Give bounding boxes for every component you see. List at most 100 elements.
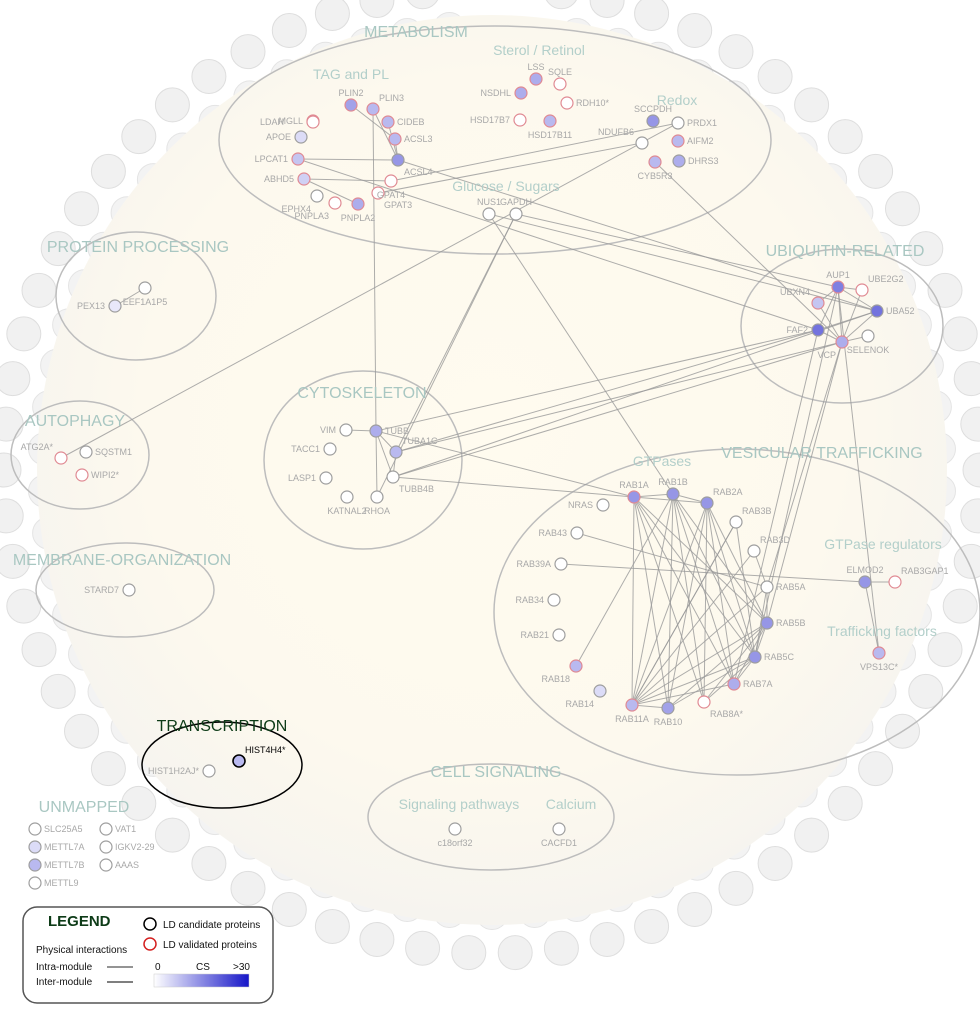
protein-node-acsl3[interactable]: ACSL3: [388, 132, 433, 146]
decorative-ring-circle: [858, 751, 894, 787]
protein-node-plin2[interactable]: PLIN2: [338, 88, 364, 112]
protein-node-eef1a1p5[interactable]: EEF1A1P5: [123, 281, 168, 307]
protein-label: RAB2A: [713, 487, 743, 497]
protein-node-aup1[interactable]: AUP1: [826, 270, 850, 294]
protein-node-dhrs3[interactable]: DHRS3: [672, 154, 719, 168]
protein-node-selenok[interactable]: SELENOK: [847, 329, 890, 355]
protein-node-pnpla2[interactable]: PNPLA2: [341, 197, 376, 223]
protein-marker: [291, 152, 305, 166]
protein-node-ndufb6[interactable]: NDUFB6: [598, 127, 649, 150]
protein-node-nsdhl[interactable]: NSDHL: [480, 86, 528, 100]
protein-node-c18orf32[interactable]: c18orf32: [437, 822, 473, 848]
protein-node-gapdh[interactable]: GAPDH: [500, 197, 532, 221]
protein-node-lss[interactable]: LSS: [527, 62, 545, 86]
protein-node-faf2[interactable]: FAF2: [786, 323, 825, 337]
protein-node-stard7[interactable]: STARD7: [84, 583, 136, 597]
edge-rab10-rab5b: [667, 622, 768, 709]
protein-node-plin3[interactable]: PLIN3: [366, 93, 404, 116]
protein-node-ubxn4[interactable]: UBXN4: [780, 287, 825, 310]
protein-node-rab3gap1[interactable]: RAB3GAP1: [888, 566, 949, 589]
protein-node-tubb4b[interactable]: TUBB4B: [386, 470, 434, 494]
protein-node-sccpdh[interactable]: SCCPDH: [634, 104, 672, 128]
protein-node-aifm2[interactable]: AIFM2: [671, 134, 714, 148]
protein-node-mettl7a[interactable]: METTL7A: [28, 840, 85, 854]
protein-node-atg2a[interactable]: ATG2A*: [21, 442, 68, 465]
protein-node-prdx1[interactable]: PRDX1: [671, 116, 717, 130]
protein-node-wipi2[interactable]: WIPI2*: [75, 468, 120, 482]
protein-node-rab21[interactable]: RAB21: [520, 628, 566, 642]
protein-node-sqle[interactable]: SQLE: [548, 67, 572, 91]
protein-node-rab3d[interactable]: RAB3D: [747, 535, 791, 558]
protein-node-rab10[interactable]: RAB10: [654, 701, 683, 727]
protein-node-hsd17b11[interactable]: HSD17B11: [528, 114, 572, 140]
protein-node-nras[interactable]: NRAS: [568, 498, 610, 512]
protein-node-gpat4[interactable]: GPAT4: [377, 174, 405, 200]
protein-node-igkv2-29[interactable]: IGKV2-29: [99, 840, 155, 854]
protein-node-lasp1[interactable]: LASP1: [288, 471, 333, 485]
protein-node-acsl4[interactable]: ACSL4: [391, 153, 433, 177]
protein-node-rab5c[interactable]: RAB5C: [748, 650, 795, 664]
protein-node-tacc1[interactable]: TACC1: [291, 442, 337, 456]
protein-marker: [232, 754, 246, 768]
protein-node-cyb5r3[interactable]: CYB5R3: [637, 155, 673, 181]
protein-node-aaas[interactable]: AAAS: [99, 858, 139, 872]
protein-node-katnal2[interactable]: KATNAL2: [327, 490, 367, 516]
protein-node-rab43[interactable]: RAB43: [538, 526, 584, 540]
protein-marker: [306, 115, 320, 129]
protein-node-rhoa[interactable]: RHOA: [364, 490, 390, 516]
decorative-ring-circle: [0, 361, 31, 397]
protein-node-slc25a5[interactable]: SLC25A5: [28, 822, 83, 836]
protein-node-rab34[interactable]: RAB34: [515, 593, 561, 607]
protein-label: EPHX4: [281, 204, 311, 214]
protein-node-rab14[interactable]: RAB14: [565, 684, 607, 709]
protein-node-vcp[interactable]: VCP: [817, 335, 849, 360]
protein-label: LSS: [527, 62, 544, 72]
protein-node-rab3b[interactable]: RAB3B: [729, 506, 772, 529]
cs-color-scale: [153, 973, 250, 988]
protein-node-lpcat1[interactable]: LPCAT1: [255, 152, 305, 166]
protein-node-tuba1c[interactable]: TUBA1C: [389, 436, 438, 459]
protein-node-rab8a[interactable]: RAB8A*: [697, 695, 744, 719]
protein-node-rab39a[interactable]: RAB39A: [516, 557, 568, 571]
protein-node-rab1a[interactable]: RAB1A: [619, 480, 649, 504]
protein-node-cideb[interactable]: CIDEB: [381, 115, 425, 129]
protein-node-abhd5[interactable]: ABHD5: [264, 172, 311, 186]
protein-node-vim[interactable]: VIM: [320, 423, 353, 437]
protein-marker: [319, 471, 333, 485]
protein-node-sqstm1[interactable]: SQSTM1: [79, 445, 132, 459]
protein-node-rab2a[interactable]: RAB2A: [700, 487, 743, 510]
decorative-ring-circle: [314, 0, 350, 31]
protein-node-hist1h2aj[interactable]: HIST1H2AJ*: [148, 764, 216, 778]
protein-node-pex13[interactable]: PEX13: [77, 299, 122, 313]
decorative-ring-circle: [407, 0, 439, 10]
protein-node-mettl7b[interactable]: METTL7B: [28, 858, 85, 872]
protein-node-hsd17b7[interactable]: HSD17B7: [470, 113, 527, 127]
protein-marker: [122, 583, 136, 597]
protein-node-hist4h4[interactable]: HIST4H4*: [232, 745, 286, 768]
protein-node-gpat3[interactable]: GPAT3: [371, 186, 412, 210]
protein-node-rdh10[interactable]: RDH10*: [560, 96, 610, 110]
protein-node-ldah[interactable]: LDAH: [260, 115, 320, 129]
protein-node-pnpla3[interactable]: PNPLA3: [294, 196, 342, 221]
protein-node-nus1[interactable]: NUS1: [477, 197, 501, 221]
protein-node-rab7a[interactable]: RAB7A: [727, 677, 773, 691]
protein-node-elmod2[interactable]: ELMOD2: [846, 565, 884, 589]
protein-marker: [760, 616, 774, 630]
protein-node-vat1[interactable]: VAT1: [99, 822, 136, 836]
protein-label: UBA52: [886, 306, 915, 316]
legend-candidate-label: LD candidate proteins: [163, 920, 260, 931]
protein-node-tubb[interactable]: TUBB: [369, 424, 409, 438]
protein-node-uba52[interactable]: UBA52: [870, 304, 915, 318]
protein-node-rab11a[interactable]: RAB11A: [615, 698, 649, 724]
protein-node-ephx4[interactable]: EPHX4: [281, 189, 324, 214]
protein-node-vps13c[interactable]: VPS13C*: [860, 646, 899, 672]
protein-node-ube2g2[interactable]: UBE2G2: [855, 274, 904, 297]
protein-node-cacfd1[interactable]: CACFD1: [541, 822, 577, 848]
protein-node-rab18[interactable]: RAB18: [541, 659, 583, 684]
protein-node-rab1b[interactable]: RAB1B: [658, 477, 688, 501]
protein-node-rab5b[interactable]: RAB5B: [760, 616, 806, 630]
protein-node-mettl9[interactable]: METTL9: [28, 876, 79, 890]
edge-abhd5-gpat4: [303, 178, 392, 182]
protein-node-rab5a[interactable]: RAB5A: [760, 580, 806, 594]
protein-node-apoe[interactable]: APOE: [266, 130, 308, 144]
